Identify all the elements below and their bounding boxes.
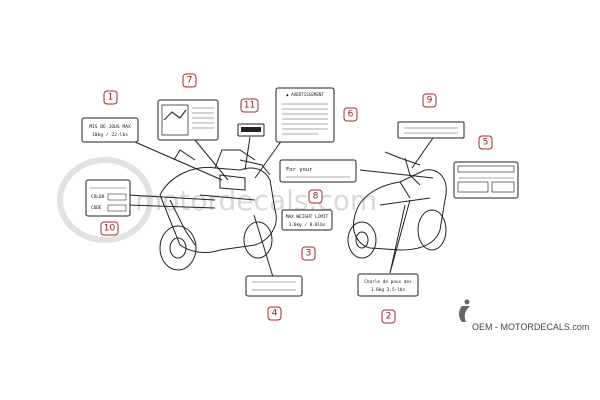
svg-text:2: 2 — [386, 312, 392, 322]
brand-text: OEM - MOTORDECALS.com — [472, 322, 589, 332]
callout-5[interactable]: 5 — [478, 135, 493, 150]
decal-3-line2: 3.6kg / 8.0lbs — [288, 222, 325, 228]
callout-8[interactable]: 8 — [308, 189, 323, 204]
decal-2: Charle de pous des 1.6kg 3.5-lbs — [357, 273, 419, 297]
leader-lines — [127, 136, 434, 278]
decal-6: ▲ AVERTISSEMENT — [275, 87, 335, 143]
decal-1-line1: MIS DE JOUS MAX — [89, 124, 131, 130]
decal-3-line1: MAX WEIGHT LIMIT — [286, 214, 329, 220]
decal-8-line1: For your — [286, 167, 313, 173]
decal-8: For your — [279, 159, 357, 183]
svg-text:10: 10 — [104, 224, 116, 234]
decal-4 — [245, 275, 303, 297]
svg-text:7: 7 — [187, 76, 193, 86]
scooter-right — [347, 151, 447, 259]
callout-7[interactable]: 7 — [182, 73, 197, 88]
decal-3: MAX WEIGHT LIMIT 3.6kg / 8.0lbs — [281, 209, 333, 231]
callout-6[interactable]: 6 — [343, 107, 358, 122]
brand-logo: OEM - MOTORDECALS.com — [459, 299, 589, 332]
callout-10[interactable]: 10 — [100, 221, 119, 236]
svg-text:5: 5 — [483, 138, 489, 148]
callout-9[interactable]: 9 — [422, 93, 437, 108]
decal-1: MIS DE JOUS MAX 10kg / 22-lbs — [81, 117, 139, 143]
svg-text:1: 1 — [108, 93, 114, 103]
callout-3[interactable]: 3 — [301, 246, 316, 261]
decal-2-line2: 1.6kg 3.5-lbs — [371, 287, 406, 293]
svg-text:11: 11 — [244, 101, 255, 111]
callout-1[interactable]: 1 — [103, 90, 118, 105]
decal-9 — [397, 121, 465, 139]
decal-1-line2: 10kg / 22-lbs — [92, 132, 128, 138]
svg-text:3: 3 — [306, 249, 312, 259]
decal-6-title: ▲ AVERTISSEMENT — [286, 92, 324, 97]
callout-4[interactable]: 4 — [267, 306, 282, 321]
decal-10: COLOR CODE — [85, 179, 131, 217]
scooter-left — [159, 149, 277, 271]
decal-5 — [453, 161, 519, 199]
decal-2-line1: Charle de pous des — [364, 279, 412, 285]
decal-7 — [157, 99, 219, 141]
decal-10-line1: COLOR — [91, 194, 105, 200]
svg-text:9: 9 — [427, 96, 433, 106]
callout-11[interactable]: 11 — [240, 98, 259, 113]
callout-2[interactable]: 2 — [381, 309, 396, 324]
svg-text:6: 6 — [348, 110, 354, 120]
decal-10-line2: CODE — [91, 205, 102, 211]
decal-11 — [237, 123, 265, 137]
watermark-text: motordecals.com — [135, 184, 377, 217]
svg-text:8: 8 — [313, 192, 319, 202]
svg-text:4: 4 — [272, 309, 278, 319]
